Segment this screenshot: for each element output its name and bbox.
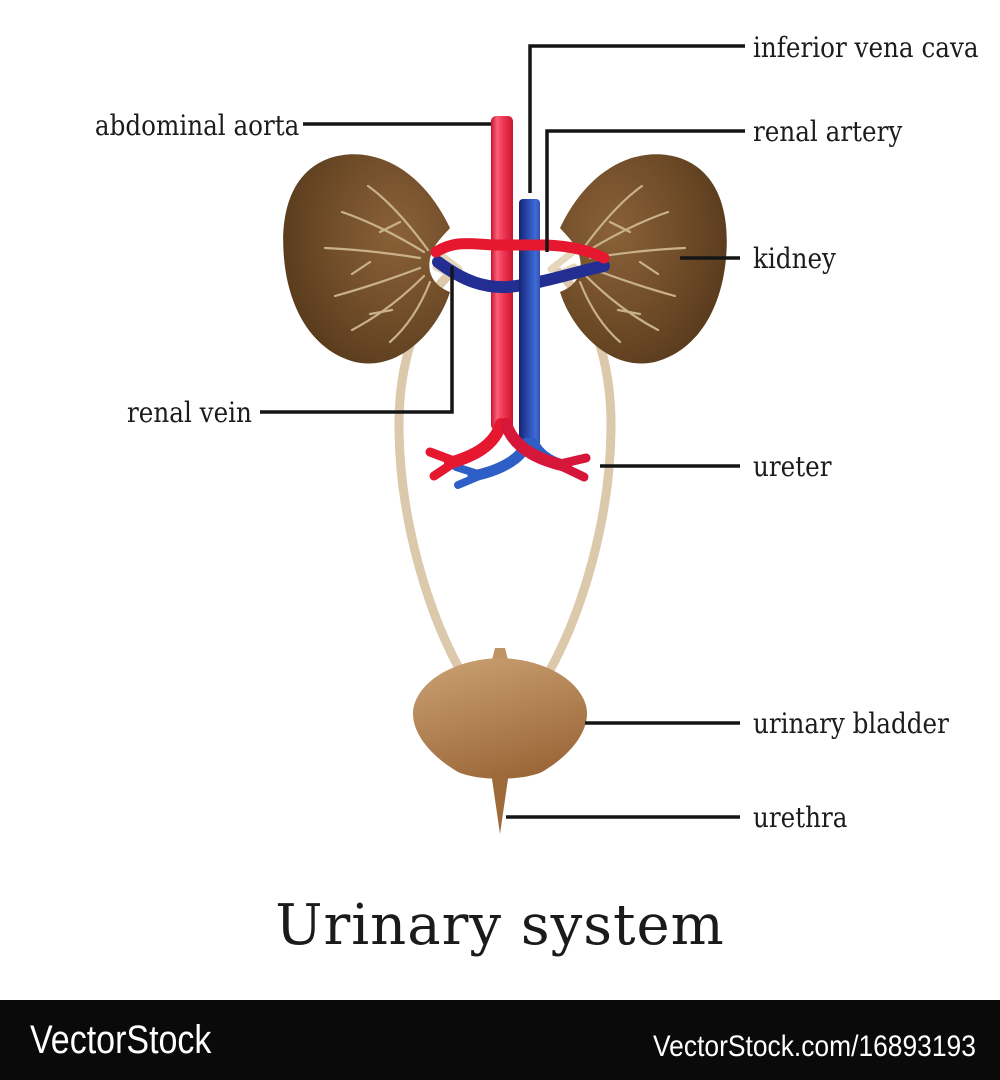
leader-renal-vein bbox=[260, 266, 454, 414]
urinary-bladder-shape bbox=[412, 648, 588, 834]
label-kidney: kidney bbox=[753, 242, 836, 275]
label-inferior-vena-cava: inferior vena cava bbox=[753, 31, 979, 64]
renal-artery-vessel bbox=[430, 238, 610, 264]
abdominal-aorta-vessel bbox=[491, 116, 513, 430]
inferior-vena-cava-vessel bbox=[519, 199, 540, 447]
watermark-brand: VectorStock bbox=[30, 1018, 212, 1062]
label-renal-artery: renal artery bbox=[753, 115, 903, 148]
label-ureter: ureter bbox=[753, 450, 832, 483]
label-abdominal-aorta: abdominal aorta bbox=[94, 109, 299, 142]
watermark-bar: VectorStock VectorStock.com/16893193 bbox=[0, 1000, 1000, 1080]
leader-inferior-vena-cava bbox=[528, 44, 745, 193]
iliac-arteries bbox=[425, 418, 591, 482]
leader-renal-artery bbox=[545, 129, 745, 252]
watermark-reference: VectorStock.com/16893193 bbox=[653, 1030, 976, 1063]
urethra-shape bbox=[491, 772, 509, 834]
right-kidney bbox=[560, 154, 727, 364]
renal-vein-vessel bbox=[432, 256, 610, 294]
label-urethra: urethra bbox=[753, 801, 848, 834]
label-renal-vein: renal vein bbox=[127, 396, 252, 429]
left-kidney bbox=[283, 154, 450, 364]
page-title: Urinary system bbox=[275, 893, 725, 958]
left-kidney-inner-lines bbox=[323, 184, 432, 344]
label-urinary-bladder: urinary bladder bbox=[753, 707, 949, 740]
